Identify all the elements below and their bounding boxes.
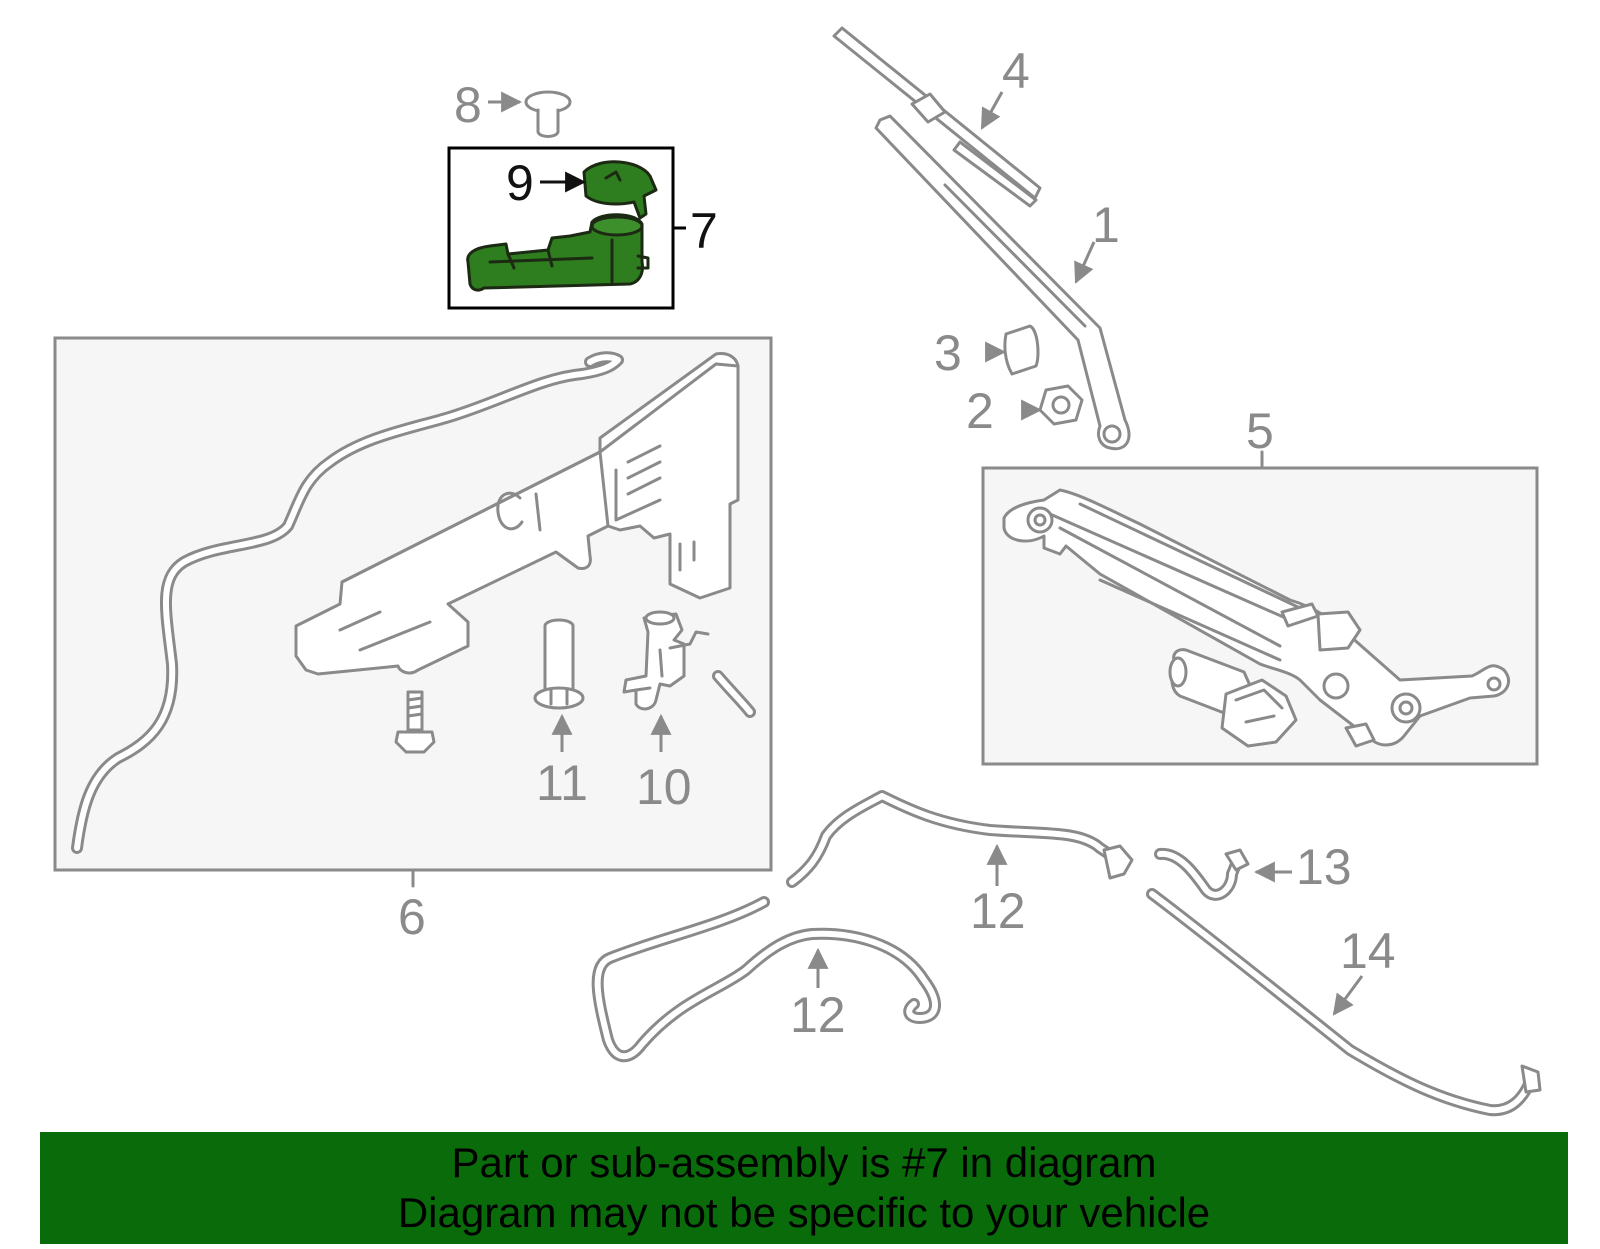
- washer-hose-13: [1154, 847, 1250, 901]
- wiper-arm: [874, 114, 1131, 451]
- box-7: [447, 146, 686, 310]
- filler-neck-7: [466, 213, 650, 292]
- grommet-11: [533, 618, 585, 710]
- arm-cap: [1003, 324, 1040, 376]
- wiper-linkage: [1002, 488, 1510, 747]
- callout-12-lower: 12: [790, 987, 846, 1043]
- callout-4: 4: [1002, 43, 1030, 99]
- callout-13: 13: [1296, 839, 1352, 895]
- clip-8: [524, 90, 572, 138]
- washer-pump-10: [622, 610, 756, 718]
- banner-line-1: Part or sub-assembly is #7 in diagram: [451, 1139, 1157, 1186]
- callout-9: 9: [506, 155, 534, 211]
- washer-hose-12-upper: [786, 790, 1134, 888]
- wiper-motor: [1168, 648, 1376, 748]
- callout-14: 14: [1340, 923, 1396, 979]
- washer-hose-6: [71, 351, 624, 854]
- callout-1: 1: [1092, 197, 1120, 253]
- wiper-blade: [832, 26, 1042, 208]
- filler-cap-9: [582, 160, 658, 220]
- leader-lines: [488, 91, 1364, 1016]
- banner-line-2: Diagram may not be specific to your vehi…: [397, 1189, 1211, 1236]
- callout-7: 7: [690, 203, 718, 259]
- callout-8: 8: [454, 77, 482, 133]
- callout-11: 11: [536, 755, 588, 811]
- callout-12-upper: 12: [970, 883, 1026, 939]
- callout-3: 3: [934, 325, 962, 381]
- washer-reservoir: [294, 352, 740, 676]
- callout-6: 6: [398, 889, 426, 945]
- washer-hose-14: [1146, 888, 1542, 1117]
- washer-hose-12-lower: [591, 896, 941, 1063]
- arm-nut: [1038, 384, 1084, 426]
- callout-10: 10: [636, 759, 692, 815]
- callout-5: 5: [1246, 403, 1274, 459]
- callout-2: 2: [966, 383, 994, 439]
- info-banner: Part or sub-assembly is #7 in diagram Di…: [40, 1132, 1568, 1244]
- reservoir-bolt: [394, 690, 436, 754]
